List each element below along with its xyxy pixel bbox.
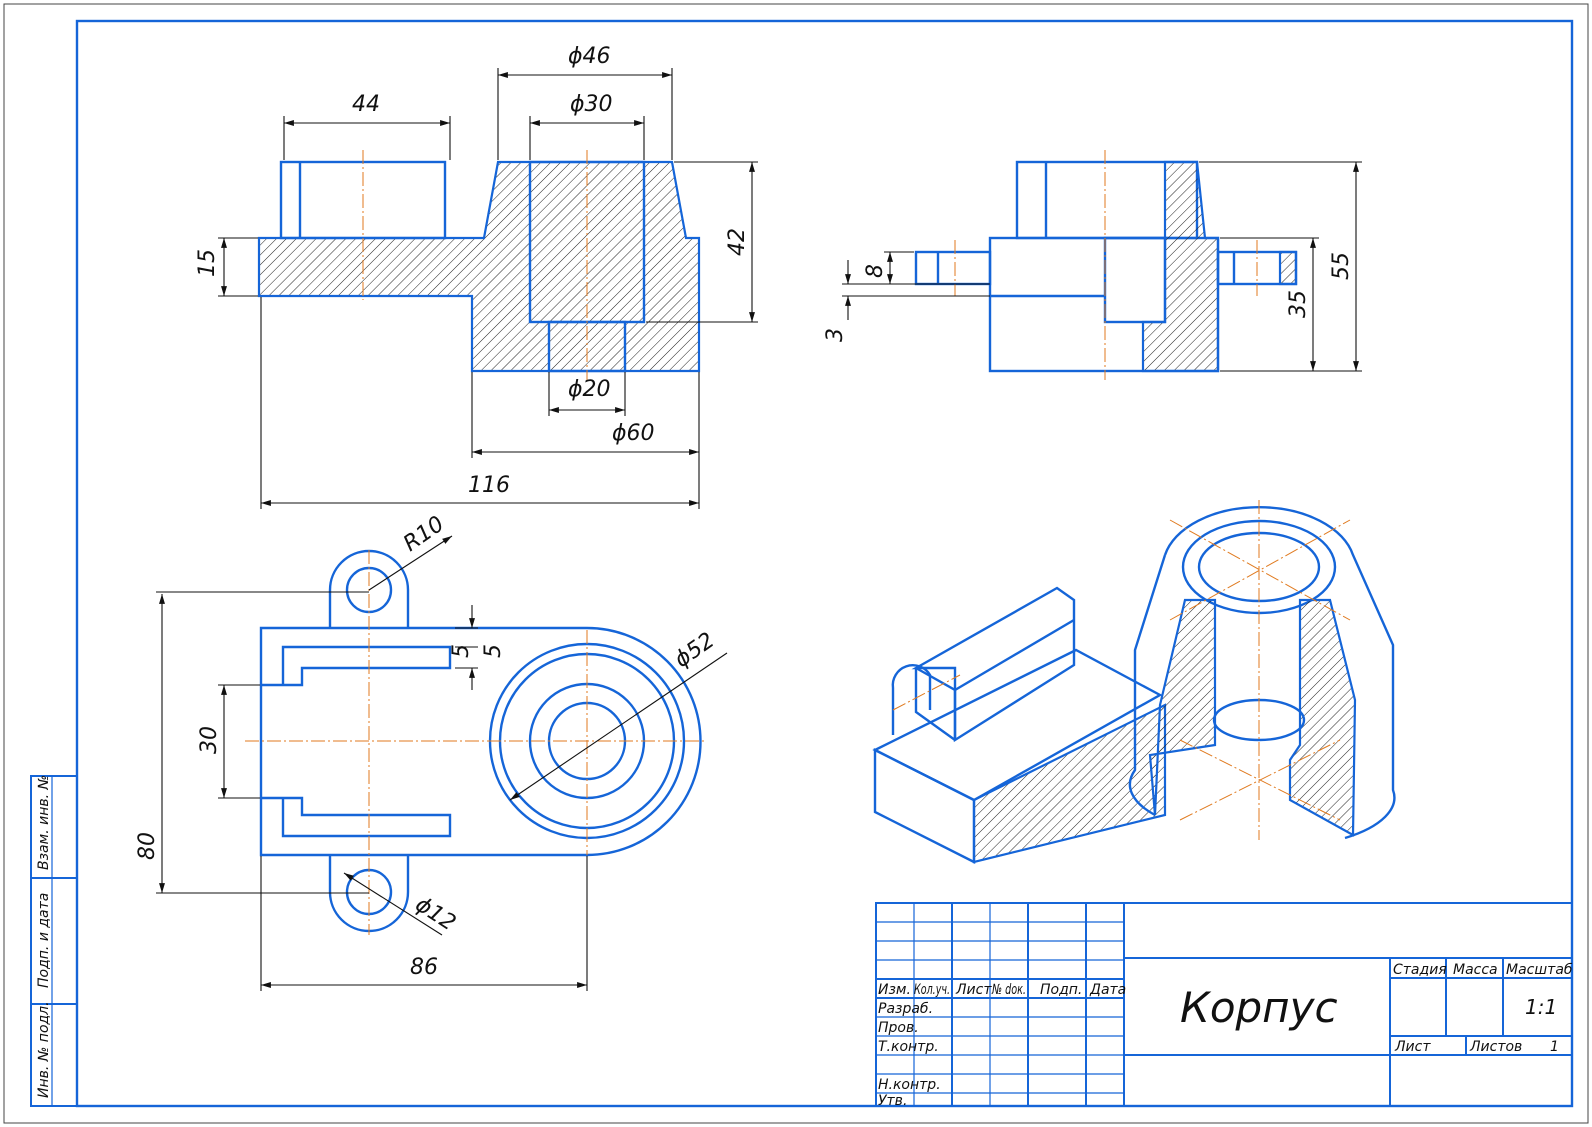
tb-masshtab: Масштаб [1506,962,1573,978]
dim-r10: R10 [399,512,449,557]
dim-h30: 30 [197,726,222,754]
dim-w86: 86 [410,955,438,980]
dim-h42: 42 [725,228,750,256]
tb-podp: Подп. [1040,982,1082,998]
dim-h55: 55 [1329,252,1354,280]
dim-h3: 3 [823,328,848,342]
dim-d52: ϕ52 [670,628,719,673]
side-stamp-inv: Инв. № подл. [36,1001,52,1098]
side-stamp: Взам. инв. № Подп. и дата Инв. № подл. [30,775,78,1107]
dim-w44: 44 [352,92,380,117]
tb-n-kontr: Н.контр. [878,1077,941,1093]
dim-d12: ϕ12 [411,892,460,936]
dim-h8: 8 [863,264,888,278]
tb-izm: Изм. [878,982,911,998]
side-view: 8 3 55 35 [823,150,1362,380]
dim-h80: 80 [135,832,160,860]
tb-sheet-number: 1 [1550,1039,1559,1055]
tb-part-name: Корпус [1180,983,1338,1032]
tb-data: Дата [1089,982,1126,998]
tb-t-kontr: Т.контр. [878,1039,939,1055]
dim-d20: ϕ20 [568,377,611,402]
side-stamp-vzam: Взам. инв. № [36,775,52,870]
tb-list-label: Лист [1394,1039,1431,1055]
tb-utv: Утв. [878,1093,907,1109]
dim-h15: 15 [195,249,220,277]
dim-d60: ϕ60 [612,421,655,446]
side-stamp-podp: Подп. и дата [36,893,52,988]
isometric-view [872,500,1396,864]
top-view: R10 5 5 ϕ52 30 80 ϕ12 86 [135,512,728,991]
outer-border [3,3,1589,1124]
tb-prov: Пров. [878,1020,919,1036]
title-block: Изм. Кол.уч. Лист № doк. Подп. Дата Разр… [875,902,1573,1109]
dim-h35: 35 [1286,290,1311,318]
tb-listov-label: Листов [1469,1039,1522,1055]
dim-w116: 116 [468,473,510,498]
frame-border [75,19,1574,1108]
dim-s5a: 5 [449,644,474,658]
tb-kol-uch: Кол.уч. [914,982,950,998]
front-view: ϕ46 ϕ30 44 15 42 ϕ20 ϕ60 116 [195,44,758,509]
tb-stadiya: Стадия [1393,962,1447,978]
tb-scale-value: 1:1 [1525,995,1557,1019]
dim-d30: ϕ30 [570,92,613,117]
tb-n-dok: № doк. [991,982,1026,998]
tb-list: Лист [955,982,992,998]
tb-razrab: Разраб. [878,1001,933,1017]
dim-s5b: 5 [481,644,506,658]
dim-d46: ϕ46 [568,44,611,69]
tb-massa: Масса [1453,962,1498,978]
